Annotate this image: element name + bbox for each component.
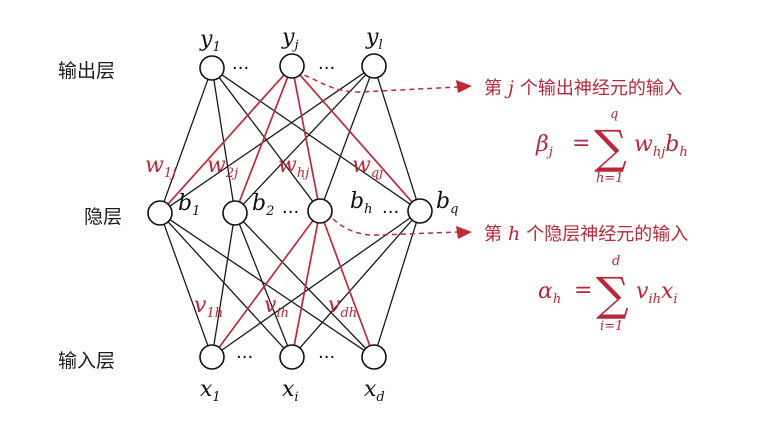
output-node-yl bbox=[361, 53, 387, 79]
output-formula-sum-top: q bbox=[610, 107, 618, 122]
input-label-xi: xi bbox=[282, 377, 299, 405]
output-formula-lhs: βj bbox=[535, 132, 553, 160]
hidden-arrowhead bbox=[456, 226, 472, 239]
hidden-node-b1 bbox=[147, 200, 173, 226]
edge-input-0-to-hidden-2 bbox=[218, 220, 314, 348]
edge-input-1-to-hidden-2 bbox=[293, 222, 319, 346]
edge-input-1-to-hidden-0 bbox=[167, 221, 285, 349]
edge-hidden-2-to-output-2 bbox=[323, 77, 371, 200]
input-dots-2: ··· bbox=[318, 347, 335, 368]
input-layer-label: 输入层 bbox=[58, 350, 115, 372]
output-node-yj bbox=[279, 53, 305, 79]
hidden-formula-lhs: αh bbox=[538, 279, 561, 307]
weight-labels: w1j w2j whj wqj v1h vih vdh bbox=[145, 153, 383, 321]
edge-input-1-to-hidden-1 bbox=[238, 223, 289, 347]
hidden-dots-2: ··· bbox=[382, 202, 399, 223]
weight-vdh: vdh bbox=[328, 293, 357, 321]
hidden-label-bq: bq bbox=[436, 189, 458, 217]
edge-hidden-1-to-output-1 bbox=[238, 76, 289, 203]
hidden-layer-label: 隐层 bbox=[84, 206, 122, 228]
edge-input-0-to-hidden-0 bbox=[163, 224, 209, 346]
edge-input-2-to-hidden-0 bbox=[169, 219, 365, 351]
output-dots-2: ··· bbox=[318, 58, 335, 79]
output-formula-eq: = bbox=[572, 131, 590, 156]
weight-whj: whj bbox=[278, 153, 309, 181]
output-arrowhead bbox=[456, 80, 472, 93]
edge-hidden-0-to-output-1 bbox=[167, 74, 285, 205]
hidden-annotation-arrow bbox=[332, 218, 459, 236]
network-edges bbox=[163, 72, 418, 351]
hidden-node-bh bbox=[307, 198, 333, 224]
hidden-formula-eq: = bbox=[574, 278, 592, 303]
edge-hidden-3-to-output-2 bbox=[377, 77, 417, 200]
hidden-label-b2: b2 bbox=[252, 191, 274, 219]
annotation-arrows bbox=[295, 71, 472, 239]
edge-hidden-0-to-output-2 bbox=[169, 72, 365, 207]
hidden-formula-sum-bottom: i=1 bbox=[600, 319, 623, 334]
output-annotation-arrow bbox=[295, 71, 459, 93]
edge-hidden-2-to-output-1 bbox=[293, 77, 319, 200]
hidden-layer: ··· ··· b1 b2 bh bq bbox=[147, 189, 458, 226]
weight-wqj: wqj bbox=[352, 153, 383, 181]
edge-input-0-to-hidden-1 bbox=[213, 224, 234, 346]
input-label-x1: x1 bbox=[200, 377, 221, 405]
edge-hidden-0-to-output-0 bbox=[163, 79, 209, 202]
weight-w1j: w1j bbox=[145, 153, 176, 181]
hidden-node-bq bbox=[407, 198, 433, 224]
input-node-xi bbox=[279, 344, 305, 370]
edge-input-2-to-hidden-2 bbox=[323, 221, 371, 347]
hidden-node-b2 bbox=[222, 200, 248, 226]
input-node-x1 bbox=[199, 344, 225, 370]
output-label-yj: yj bbox=[281, 25, 298, 53]
input-node-xd bbox=[361, 344, 387, 370]
input-label-xd: xd bbox=[364, 377, 385, 405]
edge-input-0-to-hidden-3 bbox=[221, 217, 411, 351]
output-formula-sum: ∑ bbox=[594, 120, 627, 174]
hidden-formula-terms: vihxi bbox=[636, 279, 678, 307]
output-dots-1: ··· bbox=[232, 58, 249, 79]
output-node-y1 bbox=[199, 55, 225, 81]
hidden-formula-sum-top: d bbox=[612, 254, 620, 269]
edge-hidden-1-to-output-0 bbox=[213, 79, 234, 202]
output-label-y1: y1 bbox=[199, 27, 221, 55]
edge-input-2-to-hidden-3 bbox=[376, 222, 418, 346]
hidden-label-bh: bh bbox=[350, 189, 372, 217]
input-layer: ··· ··· x1 xi xd bbox=[199, 344, 387, 405]
output-formula-sum-bottom: h=1 bbox=[596, 171, 624, 186]
edge-input-2-to-hidden-1 bbox=[242, 221, 367, 349]
edge-hidden-3-to-output-0 bbox=[221, 74, 411, 205]
weight-vih: vih bbox=[264, 293, 289, 321]
hidden-label-b1: b1 bbox=[178, 191, 200, 219]
weight-w2j: w2j bbox=[207, 153, 238, 181]
edge-hidden-1-to-output-2 bbox=[242, 74, 367, 205]
output-label-yl: yl bbox=[365, 25, 383, 53]
output-layer-label: 输出层 bbox=[58, 60, 115, 82]
weight-v1h: v1h bbox=[194, 293, 223, 321]
edge-input-1-to-hidden-3 bbox=[299, 219, 413, 349]
input-dots-1: ··· bbox=[236, 347, 253, 368]
highlighted-edges bbox=[167, 74, 413, 348]
output-formula-terms: whjbh bbox=[634, 132, 688, 160]
edge-hidden-3-to-output-1 bbox=[299, 74, 413, 203]
output-layer: ··· ··· y1 yj yl bbox=[199, 25, 387, 81]
hidden-dots-1: ··· bbox=[282, 202, 299, 223]
hidden-formula-sum: ∑ bbox=[596, 267, 629, 321]
